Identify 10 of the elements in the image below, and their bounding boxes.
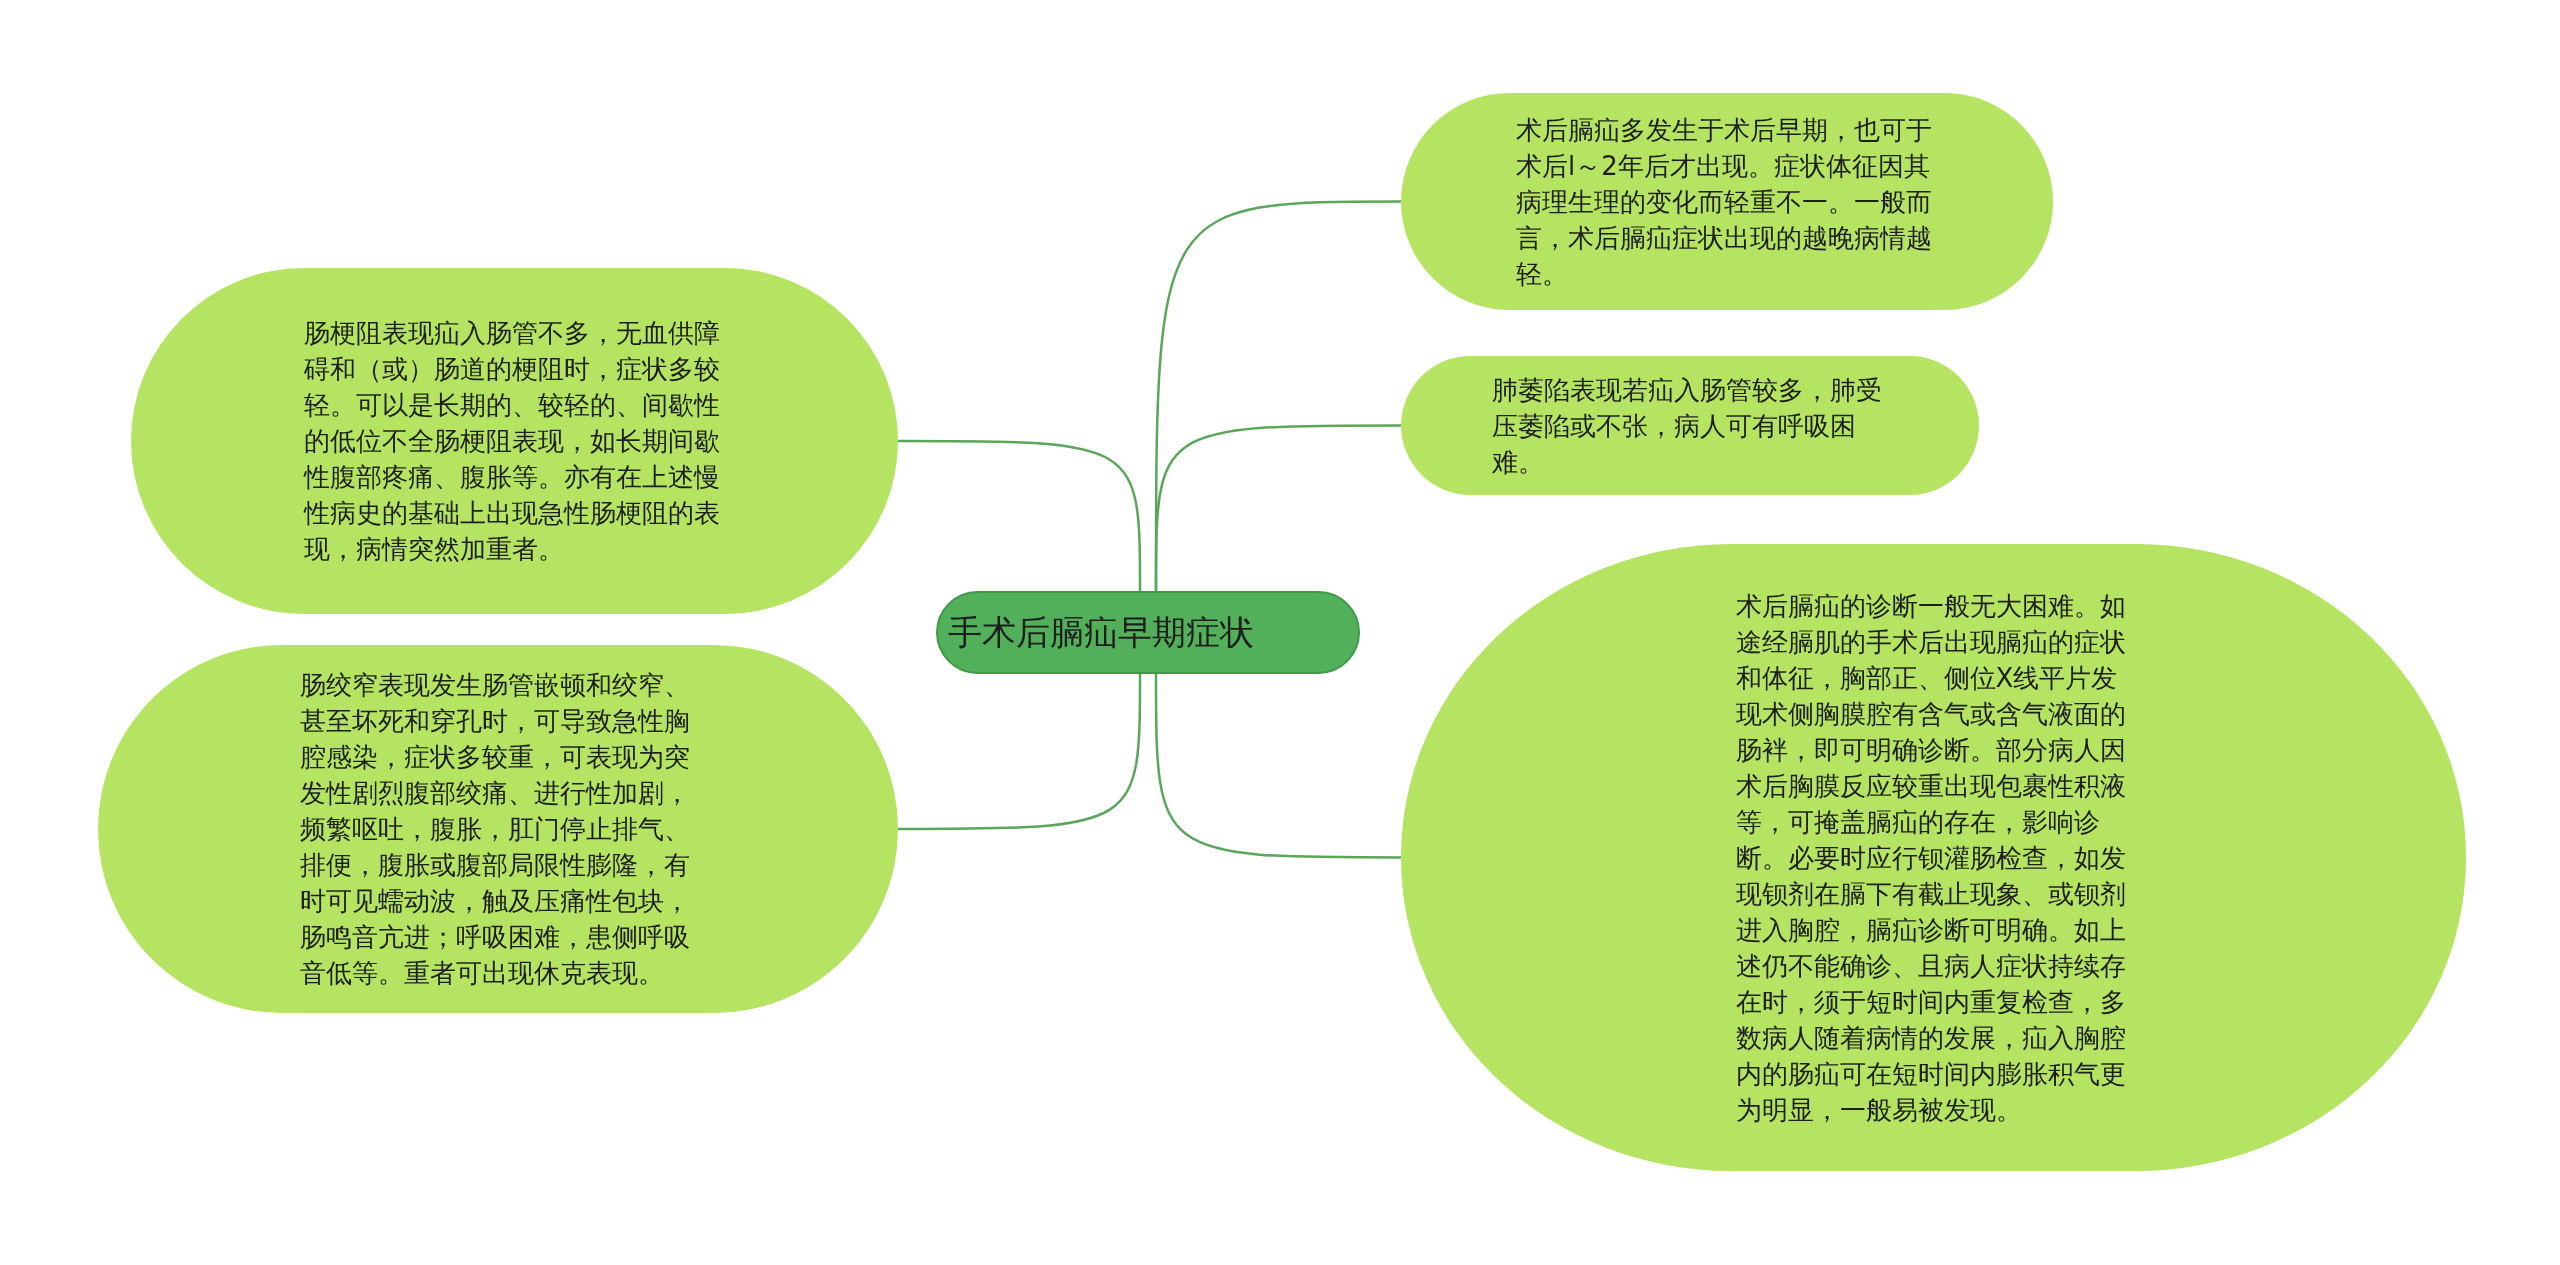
- node-text: 手术后膈疝早期症状: [948, 611, 1255, 654]
- node-text: 术后膈疝的诊断一般无大困难。如途经膈肌的手术后出现膈疝的症状和体征，胸部正、侧位X线平片发现术侧胸膜腔有含气或含气液面的肠袢，即可明确诊断。部分病人因术后胸膜反应较重出现包裹性积液等，可掩盖膈疝的存在，影响诊断。必要时应行钡灌肠检查，如发现钡剂在膈下有截止现象、或钡剂进入胸腔，膈疝诊断可明确。如上述仍不能确诊、且病人症状持续存在时，须于短时间内重复检查，多数病人随着病情的发展，疝入胸腔内的肠疝可在短时间内膨胀积气更为明显，一般易被发现。: [1735, 589, 2127, 1127]
- node-text: 肠绞窄表现发生肠管嵌顿和绞窄、甚至坏死和穿孔时，可导致急性胸腔感染，症状多较重，可表现为突发性剧烈腹部绞痛、进行性加剧，频繁呕吐，腹胀，肛门停止排气、排便，腹胀或腹部局限性膨隆，有时可见蠕动波，触及压痛性包块，肠鸣音亢进；呼吸困难，患侧呼吸音低等。重者可出现休克表现。: [300, 669, 691, 990]
- connector-line: [898, 439, 1142, 591]
- connector-line: [898, 674, 1142, 831]
- node-text: 肠梗阻表现疝入肠管不多，无血供障碍和（或）肠道的梗阻时，症状多较轻。可以是长期的、较轻的、间歇性的低位不全肠梗阻表现，如长期间歇性腹部疼痛、腹胀等。亦有在上述慢性病史的基础上出现急性肠梗阻的表现，病情突然加重者。: [303, 317, 721, 566]
- connector-line: [1154, 424, 1401, 591]
- node-text: 肺萎陷表现若疝入肠管较多，肺受压萎陷或不张，病人可有呼吸困难。: [1492, 373, 1883, 479]
- connector-line: [1154, 674, 1401, 859]
- node-text: 术后膈疝多发生于术后早期，也可于术后l～2年后才出现。症状体征因其病理生理的变化而轻重不一。一般而言，术后膈疝症状出现的越晚病情越轻。: [1516, 113, 1933, 291]
